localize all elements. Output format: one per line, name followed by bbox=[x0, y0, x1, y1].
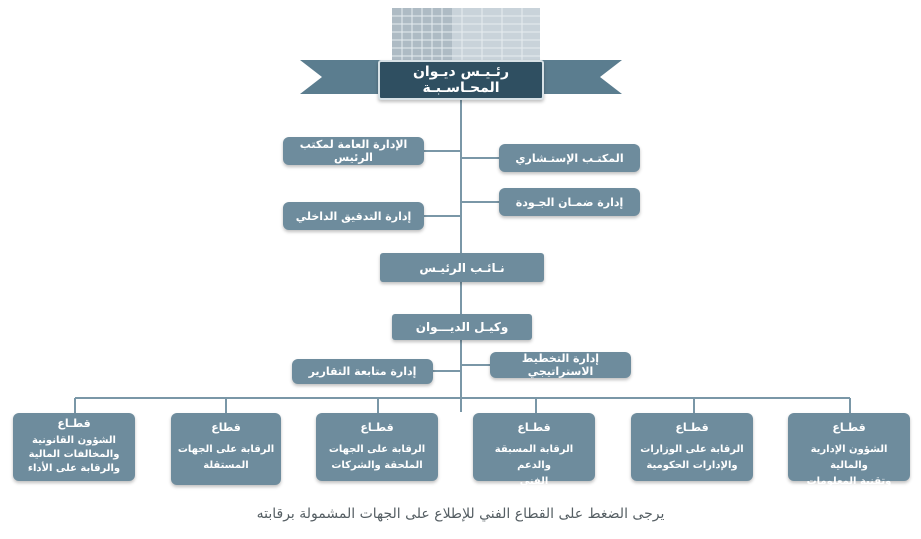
footer-note: يرجى الضغط على القطاع الفني للإطلاع على … bbox=[256, 506, 665, 522]
sector-name: الرقابة المسبقة والدعم الفني bbox=[494, 444, 574, 487]
sector-pre-audit[interactable]: قطـاع الرقابة المسبقة والدعم الفني bbox=[473, 413, 595, 487]
sector-name: الشؤون القانونية والمخالفات المالية والر… bbox=[27, 435, 121, 474]
sector-name: الرقابة على الوزارات والإدارات الحكومية bbox=[640, 444, 744, 471]
sector-name: الرقابة على الجهات المستقلة bbox=[177, 444, 275, 471]
general-office-box[interactable]: الإدارة العامة لمكتب الرئيس bbox=[283, 137, 424, 165]
undersecretary-box[interactable]: وكيـل الديـــوان bbox=[392, 314, 532, 340]
sector-ministries[interactable]: قطـاع الرقابة على الوزارات والإدارات الح… bbox=[631, 413, 753, 481]
president-box[interactable]: رئـيـس ديـوان المحـاسـبـة bbox=[378, 60, 544, 100]
vice-president-box[interactable]: نـائـب الرئيـس bbox=[380, 253, 544, 282]
title-ribbon bbox=[300, 60, 622, 94]
sector-title: قطاع bbox=[211, 421, 241, 434]
building-icon bbox=[392, 8, 540, 66]
sector-admin-finance[interactable]: قطـاع الشؤون الإدارية والمالية وتقنية ال… bbox=[788, 413, 910, 487]
sector-title: قطـاع bbox=[57, 417, 91, 430]
sector-title: قطـاع bbox=[832, 421, 866, 434]
strategic-planning-box[interactable]: إدارة التخطيط الاستراتيجي bbox=[490, 352, 631, 378]
quality-assurance-box[interactable]: إدارة ضمـان الجـودة bbox=[499, 188, 640, 216]
sector-title: قطـاع bbox=[675, 421, 709, 434]
sector-name: الرقابة على الجهات الملحقة والشركات bbox=[328, 444, 426, 471]
sector-name: الشؤون الإدارية والمالية وتقنية المعلوما… bbox=[806, 444, 892, 487]
sector-affiliated[interactable]: قطـاع الرقابة على الجهات الملحقة والشركا… bbox=[316, 413, 438, 481]
internal-audit-box[interactable]: إدارة التدقيق الداخلي bbox=[283, 202, 424, 230]
sector-legal[interactable]: قطـاع الشؤون القانونية والمخالفات المالي… bbox=[13, 413, 135, 481]
sector-title: قطـاع bbox=[360, 421, 394, 434]
sector-independent[interactable]: قطاع الرقابة على الجهات المستقلة bbox=[171, 413, 281, 485]
sector-title: قطـاع bbox=[517, 421, 551, 434]
consultant-office-box[interactable]: المكتـب الإستـشاري bbox=[499, 144, 640, 172]
reports-followup-box[interactable]: إدارة متابعة التقارير bbox=[292, 359, 433, 384]
